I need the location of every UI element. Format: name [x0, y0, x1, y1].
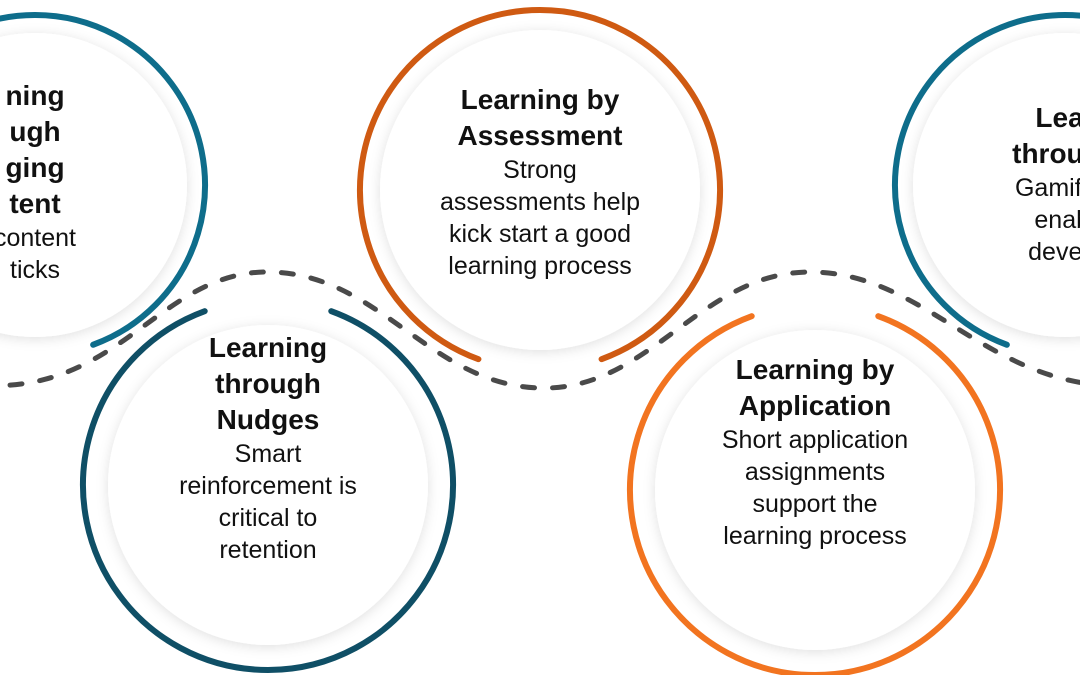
stage-title-line: Learning by — [735, 354, 895, 385]
stage-circle-2 — [80, 308, 456, 673]
stage-description-line: assessments help — [439, 188, 641, 216]
stage-description-line: Gamified — [1014, 174, 1080, 202]
stage-description-line: critical to — [218, 504, 318, 532]
stage-title-line: ning — [5, 80, 65, 111]
stage-description-line: retention — [219, 536, 317, 564]
stage-description-line: develo — [1028, 238, 1080, 266]
stage-circle-4 — [627, 313, 1003, 675]
stage-disc — [913, 33, 1080, 337]
stage-description-line: Smart — [234, 440, 302, 468]
stage-circle-1 — [0, 12, 208, 348]
stage-title-line: through — [215, 368, 321, 399]
stage-description-line: content — [0, 224, 76, 252]
stage-description-line: support the — [752, 490, 878, 518]
stage-description-line: Short application — [721, 426, 909, 454]
stage-title-line: Learning — [208, 332, 328, 363]
stage-text-5: Lear throughGamified enabl develo — [925, 100, 1080, 268]
stage-description-line: learning process — [723, 522, 907, 550]
stage-description-line: ticks — [10, 256, 60, 284]
stage-arc — [627, 313, 1003, 675]
stage-arc — [357, 7, 723, 363]
stage-disc — [655, 330, 975, 650]
stage-title-line: Assessment — [457, 120, 623, 151]
stage-description-line: assignments — [744, 458, 886, 486]
stage-title-line: Nudges — [216, 404, 320, 435]
stage-title-line: ging — [5, 152, 65, 183]
stage-title-line: Application — [738, 390, 892, 421]
stage-disc — [0, 33, 187, 337]
stage-description-line: reinforcement is — [179, 472, 357, 500]
stage-arc — [892, 12, 1080, 348]
stage-disc — [108, 325, 428, 645]
stage-title-line: ugh — [9, 116, 61, 147]
stage-description-line: learning process — [448, 252, 632, 280]
stage-circle-3 — [357, 7, 723, 363]
stage-title-line: tent — [9, 188, 61, 219]
dotted-connector-path — [0, 269, 1080, 391]
stage-description-line: kick start a good — [448, 220, 632, 248]
stage-description-line: enabl — [1034, 206, 1080, 234]
stage-title-line: through — [1012, 138, 1080, 169]
stage-description-line: Strong — [503, 156, 577, 184]
stage-arc — [0, 12, 208, 348]
stage-circle-5 — [892, 12, 1080, 348]
stage-title-line: Learning by — [460, 84, 620, 115]
stage-arc — [80, 308, 456, 673]
stage-text-1: ning ugh ging tent content ticks — [0, 78, 175, 286]
stage-disc — [380, 30, 700, 350]
stage-title-line: Lear — [1035, 102, 1080, 133]
